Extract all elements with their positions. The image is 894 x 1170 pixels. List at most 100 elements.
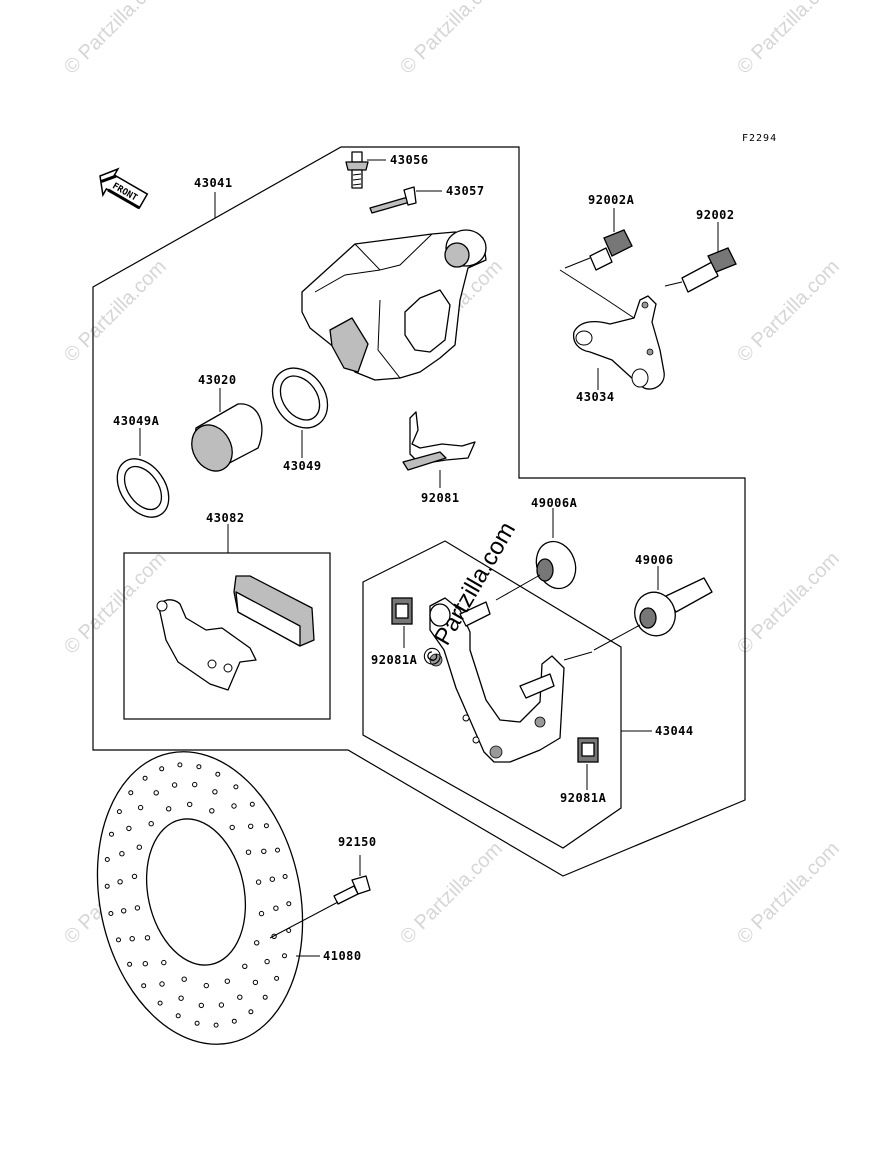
disc-hole	[116, 937, 121, 943]
part-label-92081A-left: 92081A	[371, 653, 418, 667]
disc-hole	[131, 873, 138, 880]
watermark: © Partzilla.com	[733, 548, 844, 659]
part-label-43049: 43049	[283, 459, 322, 473]
disc-hole	[263, 823, 269, 829]
disc-hole	[117, 879, 123, 885]
disc-hole	[129, 936, 135, 942]
bleeder-valve: 43056	[345, 151, 429, 189]
disc-hole	[144, 935, 151, 941]
disc-hole	[141, 983, 147, 989]
disc-hole	[166, 806, 172, 812]
piston: 43020	[191, 373, 263, 472]
disc-hole	[209, 808, 215, 814]
disc-hole	[142, 961, 149, 967]
disc-hole	[192, 781, 198, 788]
disc-hole	[203, 982, 210, 989]
figure-ref: F2294	[742, 133, 777, 144]
disc-hole	[157, 1000, 163, 1006]
disc-hole	[261, 848, 267, 854]
disc-hole	[252, 979, 259, 986]
disc-hole	[196, 764, 202, 770]
disc-hole	[137, 804, 144, 811]
caliper-assembly-frame	[92, 146, 746, 877]
disc-hole	[264, 958, 270, 965]
brake-disc: 41080	[96, 751, 362, 1045]
disc-hole	[273, 905, 279, 911]
disc-hole	[269, 876, 275, 882]
disc-hole	[178, 995, 184, 1001]
disc-hole	[161, 959, 167, 966]
disc-hole	[213, 1022, 219, 1028]
disc-screw: 92150	[269, 835, 377, 939]
bolt: 92002	[664, 208, 737, 293]
part-label-92002: 92002	[696, 208, 735, 222]
caliper-holder: 43044	[429, 597, 694, 763]
disc-hole	[198, 1002, 205, 1009]
part-label-43056: 43056	[390, 153, 429, 167]
brake-pads: 43082	[156, 511, 315, 691]
bleeder-cap: 43057	[369, 184, 485, 214]
disc-hole	[119, 851, 125, 857]
piston-seal-a: 43049A	[113, 414, 170, 518]
part-label-92150: 92150	[338, 835, 377, 849]
part-label-43041: 43041	[194, 176, 233, 190]
part-label-41080: 41080	[323, 949, 362, 963]
disc-hole	[231, 803, 237, 809]
caliper-bracket: 43034	[559, 269, 665, 404]
disc-hole	[116, 809, 122, 815]
disc-holes	[104, 762, 292, 1028]
disc-hole	[187, 801, 193, 808]
piston-seal: 43049	[271, 367, 329, 473]
clip-right: 92081A	[560, 737, 607, 805]
watermark: © Partzilla.com	[396, 0, 507, 79]
disc-hole	[142, 775, 148, 781]
disc-hole	[171, 782, 178, 788]
part-label-43057: 43057	[446, 184, 485, 198]
disc-hole	[245, 849, 252, 855]
part-label-92002A: 92002A	[588, 193, 635, 207]
front-arrow-icon: FRONT	[99, 167, 149, 210]
caliper-body	[301, 229, 487, 381]
disc-hole	[231, 1018, 237, 1024]
watermark: © Partzilla.com	[733, 256, 844, 367]
watermark: © Partzilla.com	[60, 548, 171, 659]
part-label-92081: 92081	[421, 491, 460, 505]
watermark: © Partzilla.com	[60, 0, 171, 79]
disc-hole	[159, 766, 165, 772]
part-label-43020: 43020	[198, 373, 237, 387]
disc-hole	[194, 1020, 200, 1026]
disc-hole	[233, 784, 239, 790]
disc-hole	[128, 790, 134, 796]
watermark: © Partzilla.com	[733, 838, 844, 949]
part-label-43044: 43044	[655, 724, 694, 738]
part-label-92081A-right: 92081A	[560, 791, 607, 805]
disc-hole	[248, 823, 254, 829]
disc-hole	[218, 1002, 225, 1008]
disc-hole	[282, 953, 287, 959]
bolt-a: 92002A	[564, 193, 635, 271]
sleeve-boot: 49006	[593, 553, 713, 651]
disc-hole	[153, 790, 159, 796]
disc-hole	[127, 961, 133, 967]
part-label-49006A: 49006A	[531, 496, 578, 510]
disc-hole	[177, 762, 183, 768]
disc-hole	[104, 857, 110, 862]
part-label-43082: 43082	[206, 511, 245, 525]
clip-left: 92081A	[371, 597, 418, 667]
disc-hole	[248, 1009, 254, 1015]
disc-hole	[104, 883, 110, 889]
disc-hole	[108, 911, 114, 916]
part-label-43049A: 43049A	[113, 414, 160, 428]
disc-hole	[148, 821, 154, 827]
pad-spring: 92081	[402, 411, 476, 505]
disc-hole	[224, 978, 231, 984]
holder-assembly-frame	[362, 540, 622, 849]
disc-hole	[262, 994, 268, 1000]
disc-hole	[136, 844, 143, 850]
brake-pads-frame	[123, 552, 331, 720]
sleeve-boot-a: 49006A	[495, 496, 578, 601]
disc-hole	[181, 976, 187, 982]
disc-hole	[212, 789, 218, 795]
disc-hole	[254, 940, 260, 946]
